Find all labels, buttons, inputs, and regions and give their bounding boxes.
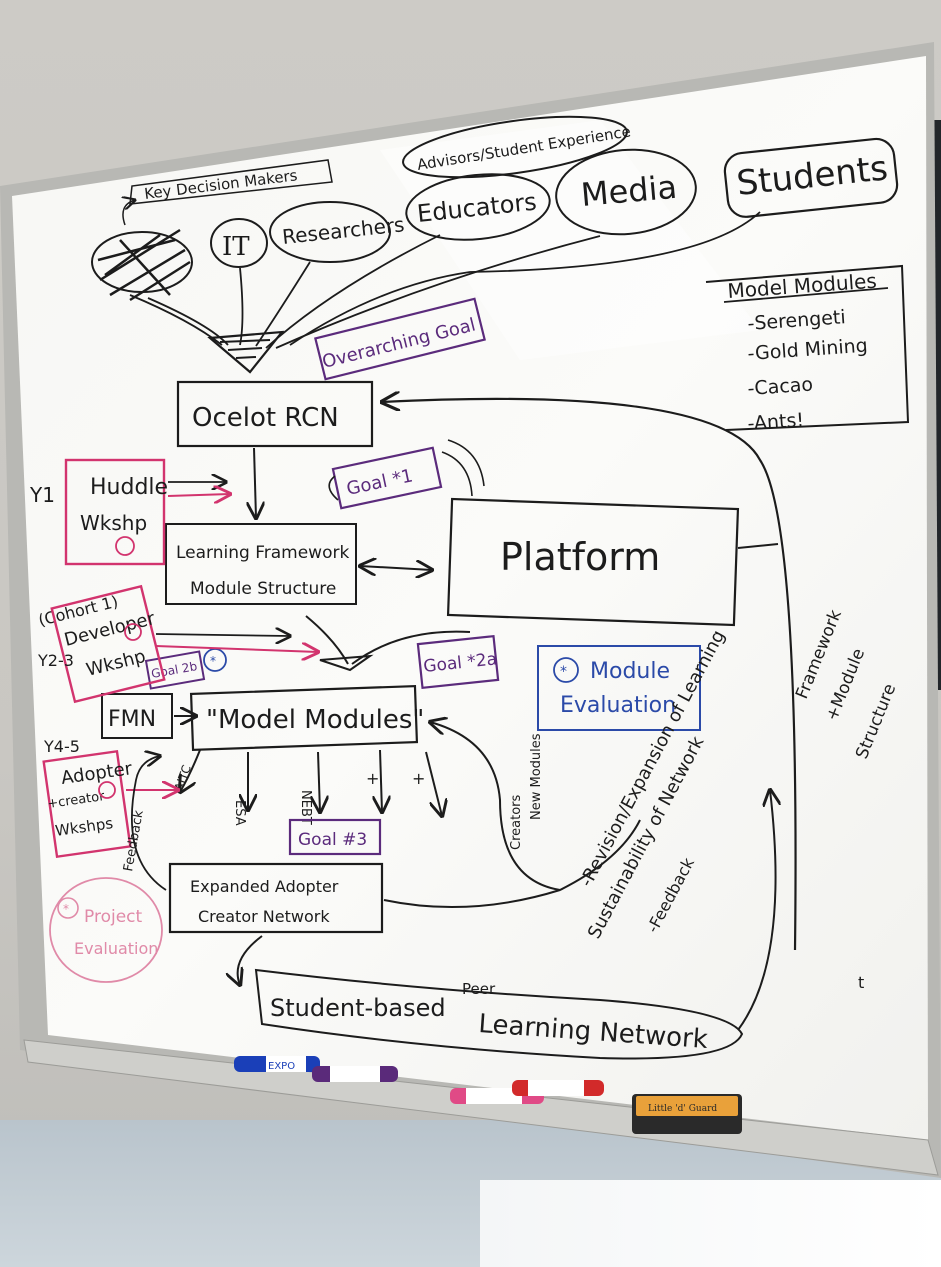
svg-text:IT: IT xyxy=(222,232,250,262)
marker-red xyxy=(512,1080,604,1096)
label-t-mark: t xyxy=(858,973,864,992)
svg-text:Huddle: Huddle xyxy=(90,475,168,500)
arrow-rcn-to-framework xyxy=(254,447,256,518)
svg-text:Platform: Platform xyxy=(500,535,660,579)
label-creators: Creators xyxy=(509,795,524,850)
svg-text:Ocelot RCN: Ocelot RCN xyxy=(192,403,339,433)
svg-text:-Ants!: -Ants! xyxy=(747,409,805,435)
svg-text:Little 'd' Guard: Little 'd' Guard xyxy=(648,1104,717,1114)
label-plus-1: + xyxy=(366,769,379,788)
scribbled-stakeholder xyxy=(91,228,193,302)
goal-3: Goal #3 xyxy=(288,818,382,856)
arrow-framework-platform xyxy=(360,566,432,570)
fmn-box: FMN xyxy=(101,693,173,739)
svg-text:Student-based: Student-based xyxy=(270,994,446,1022)
svg-text:Learning Framework: Learning Framework xyxy=(176,543,349,563)
glare xyxy=(380,120,760,360)
expanded-network-box: Expanded Adopter Creator Network xyxy=(168,862,384,934)
svg-text:*: * xyxy=(63,902,69,916)
converging-lines xyxy=(129,211,761,349)
arrow-network-to-students xyxy=(238,935,263,985)
label-y4-5: Y4-5 xyxy=(43,737,80,756)
convergence-lines xyxy=(305,615,471,672)
svg-text:"Model Modules": "Model Modules" xyxy=(206,705,424,735)
arrow-huddle-pink xyxy=(167,494,230,496)
svg-text:Expanded Adopter: Expanded Adopter xyxy=(190,877,339,896)
arrow-students-up xyxy=(737,790,776,1031)
svg-text:Wkshp: Wkshp xyxy=(80,511,147,535)
feedback-loop-to-rcn xyxy=(382,399,797,951)
svg-text:Module Structure: Module Structure xyxy=(190,579,336,599)
marker-tray xyxy=(23,1039,939,1176)
marker-purple xyxy=(312,1066,398,1082)
svg-text:Evaluation: Evaluation xyxy=(560,693,676,718)
label-y1: Y1 xyxy=(29,483,55,507)
svg-text:EXPO: EXPO xyxy=(268,1061,295,1072)
platform-box: Platform xyxy=(446,497,779,627)
ocelot-rcn-box: Ocelot RCN xyxy=(176,380,374,448)
module-evaluation-box: * Module Evaluation xyxy=(537,645,701,731)
svg-text:-Cacao: -Cacao xyxy=(747,373,814,400)
learning-framework-box: Learning Framework Module Structure xyxy=(165,523,357,605)
marker-blue: EXPO xyxy=(234,1056,320,1072)
label-plus-2: + xyxy=(412,769,425,788)
arrow-developer-pink xyxy=(155,646,318,652)
arrow-developer-black xyxy=(155,634,290,636)
svg-text:Media: Media xyxy=(579,168,678,214)
board-surface xyxy=(12,56,928,1140)
label-y2-3: Y2-3 xyxy=(37,651,74,670)
adopter-workshop: Adopter +creator Wkshps xyxy=(42,749,134,859)
model-modules-box: "Model Modules" xyxy=(189,684,424,752)
it-bubble: IT xyxy=(210,218,268,268)
arrow-network-right xyxy=(383,819,641,908)
eraser: Little 'd' Guard xyxy=(632,1094,742,1134)
svg-text:Goal #3: Goal #3 xyxy=(298,830,367,850)
window-light xyxy=(480,1180,941,1267)
label-nebt: NEBT xyxy=(298,790,313,825)
svg-text:Project: Project xyxy=(84,907,142,927)
svg-text:*: * xyxy=(560,664,567,680)
svg-text:FMN: FMN xyxy=(108,707,156,732)
funnel xyxy=(207,330,285,374)
huddle-workshop: Huddle Wkshp xyxy=(64,458,168,566)
svg-text:Creator Network: Creator Network xyxy=(198,907,330,926)
project-evaluation: * Project Evaluation xyxy=(49,877,163,983)
svg-text:*: * xyxy=(210,654,216,668)
label-esa: ESA xyxy=(232,800,247,826)
feedback-left-curve xyxy=(130,756,167,891)
arrow-creators-new-modules xyxy=(430,722,561,891)
label-new-modules: New Modules xyxy=(529,733,544,820)
svg-text:Module: Module xyxy=(590,659,670,684)
media-bubble: Media xyxy=(555,148,697,236)
module-arrows xyxy=(180,749,442,816)
svg-text:Peer: Peer xyxy=(462,980,496,998)
svg-text:Evaluation: Evaluation xyxy=(74,939,158,958)
